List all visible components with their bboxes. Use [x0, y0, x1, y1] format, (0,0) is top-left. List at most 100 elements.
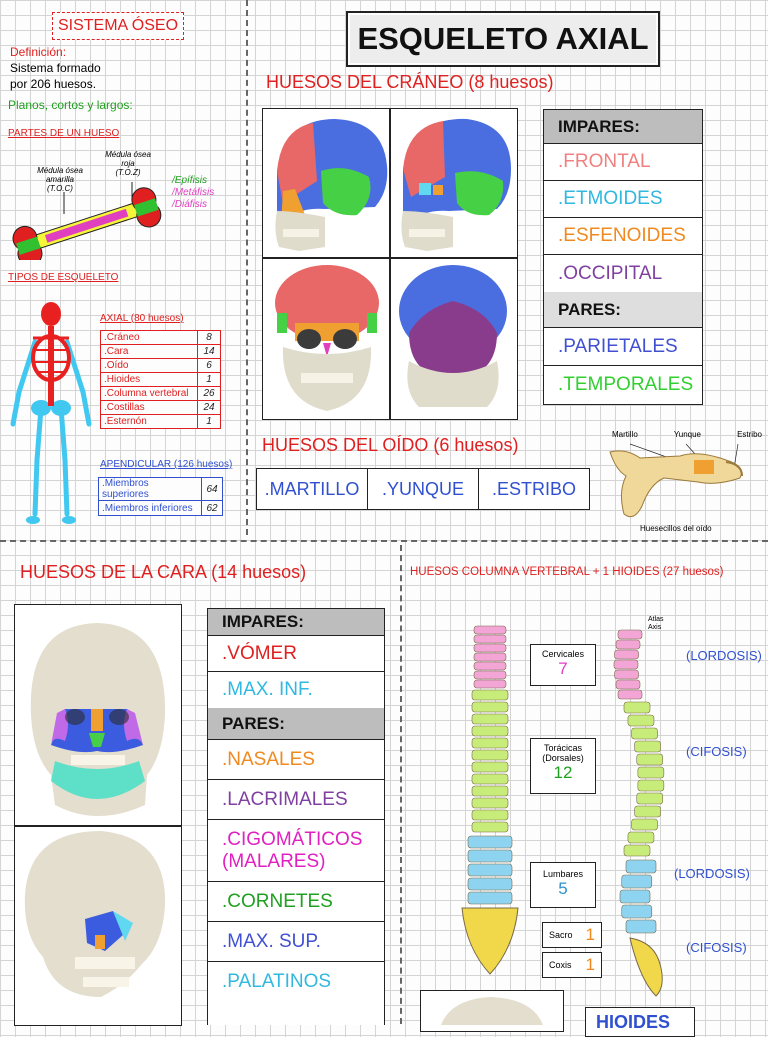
axial-row-count: 1: [197, 372, 221, 387]
skull-illustrations: [275, 118, 511, 411]
bone-parts-legend: /Epífisis /Metáfisis /Diáfisis: [172, 175, 214, 211]
ossicle-label: Martillo: [612, 430, 638, 439]
cervicales-box: Cervicales 7: [530, 644, 596, 686]
vertebra: [473, 634, 507, 644]
oido-heading: HUESOS DEL OÍDO (6 huesos): [262, 435, 519, 455]
vertebra: [625, 919, 657, 934]
axial-row-count: 6: [197, 358, 221, 373]
vertebra: [634, 740, 661, 753]
vertebra: [613, 659, 639, 670]
craneo-impar-item: .OCCIPITAL: [558, 262, 663, 284]
cara-impar-item: .MAX. INF.: [222, 679, 313, 700]
vertebra: [471, 821, 509, 833]
atlas-label: Atlas: [648, 616, 664, 623]
ossicles-caption: Huesecillos del oído: [640, 524, 712, 533]
vertebra: [471, 797, 509, 809]
page-title: ESQUELETO AXIAL: [346, 11, 660, 67]
vertebra: [473, 625, 507, 635]
apendicular-row-count: 64: [201, 477, 223, 501]
axial-row-label: .Esternón: [100, 414, 198, 429]
vertebra: [625, 859, 657, 874]
columna-heading: HUESOS COLUMNA VERTEBRAL + 1 HIOIDES (27…: [410, 566, 724, 578]
cara-par-item: .NASALES: [208, 740, 384, 780]
axial-row-count: 14: [197, 344, 221, 359]
curva-cifosis-2: (CIFOSIS): [686, 940, 747, 955]
epifisis-label: /Epífisis: [172, 175, 208, 186]
vertebra: [471, 785, 509, 797]
cara-par-item: .PALATINOS: [222, 971, 332, 992]
vertebra: [623, 701, 651, 714]
craneo-list: IMPARES: .FRONTAL.ETMOIDES.ESFENOIDES.OC…: [543, 109, 703, 405]
tipos-esqueleto-title: TIPOS DE ESQUELETO: [8, 272, 119, 283]
vertebra: [473, 670, 507, 680]
vertebra: [467, 891, 513, 905]
vertebra: [467, 849, 513, 863]
medula-roja-label: Médula ósea roja(T.O.Z): [105, 150, 151, 177]
oido-item: .MARTILLO: [257, 469, 368, 509]
axial-row-count: 26: [197, 386, 221, 401]
craneo-image-panel: [262, 108, 518, 420]
toracicas-count: 12: [553, 763, 573, 782]
oido-item: .YUNQUE: [368, 469, 479, 509]
craneo-par-item: .TEMPORALES: [558, 374, 694, 395]
vertebra: [615, 639, 641, 650]
cara-pares-header: PARES:: [208, 708, 384, 740]
partes-hueso-title: PARTES DE UN HUESO: [8, 128, 120, 139]
cara-image-panel: [14, 604, 182, 1026]
ossicle-label: Estribo: [737, 430, 762, 439]
vertebra: [467, 877, 513, 891]
vertebra: [614, 649, 639, 660]
axial-row-label: .Columna vertebral: [100, 386, 198, 401]
ossicles-labels: Martillo Yunque Estribo: [612, 430, 762, 439]
atlas-axis-label: Atlas Axis: [648, 616, 664, 632]
oido-item: .ESTRIBO: [491, 478, 576, 499]
vertebra: [617, 689, 643, 700]
vertebra: [471, 749, 509, 761]
diafisis-label: /Diáfisis: [172, 199, 208, 210]
vertebra: [471, 809, 509, 821]
vertebra: [471, 725, 509, 737]
cara-impar-item: .VÓMER: [208, 636, 384, 672]
axial-row-label: .Oído: [100, 358, 198, 373]
cervicales-label: Cervicales: [541, 649, 584, 659]
vertebra: [473, 652, 507, 662]
vertebra: [617, 629, 643, 640]
section-divider: [0, 540, 768, 542]
cara-par-item: .MAX. SUP.: [208, 922, 384, 962]
cara-par-item: .LACRIMALES: [208, 780, 384, 820]
ossicle-label: Yunque: [673, 430, 701, 439]
craneo-impar-item: .FRONTAL: [544, 144, 702, 181]
vertebra: [631, 727, 658, 740]
cara-heading: HUESOS DE LA CARA (14 huesos): [20, 562, 307, 582]
vertebra: [637, 779, 665, 792]
curva-cifosis-1: (CIFOSIS): [686, 744, 747, 759]
axis-label: Axis: [648, 624, 662, 631]
vertebra: [621, 874, 653, 889]
hioides-image: [420, 990, 564, 1032]
craneo-impares-header: IMPARES:: [544, 110, 702, 144]
axial-row-count: 1: [197, 414, 221, 429]
craneo-heading: HUESOS DEL CRÁNEO (8 huesos): [266, 72, 554, 92]
toracicas-label: Torácicas (Dorsales): [542, 743, 584, 763]
apendicular-heading: APENDICULAR (126 huesos): [100, 459, 233, 470]
vertebra: [471, 713, 509, 725]
craneo-impar-item: .ESFENOIDES: [544, 218, 702, 255]
vertebra: [619, 889, 651, 904]
vertebra: [636, 792, 664, 805]
oido-list: .MARTILLO.YUNQUE .ESTRIBO: [256, 468, 590, 510]
craneo-par-item: .PARIETALES: [544, 328, 702, 366]
sacro-count: 1: [585, 925, 595, 944]
vertebra: [473, 679, 507, 689]
vertebra: [623, 844, 651, 857]
curva-lordosis-1: (LORDOSIS): [686, 648, 762, 663]
apendicular-row-label: .Miembros superiores: [98, 477, 202, 501]
spine-front-illustration: [461, 625, 519, 975]
bone-diagram: [12, 182, 162, 260]
